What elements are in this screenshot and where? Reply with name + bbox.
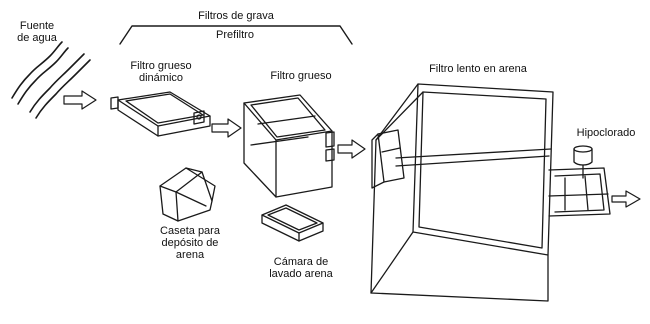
prefilter-label: Prefiltro [216, 29, 254, 41]
water-waves-icon [11, 41, 91, 119]
slow-sand-filter-label: Filtro lento en arena [429, 63, 527, 75]
shed-icon [159, 167, 216, 222]
flow-arrow-icon [63, 90, 641, 208]
water-source-label: Fuente de agua [17, 20, 57, 44]
washing-chamber-icon [261, 204, 324, 242]
gravel-filters-label: Filtros de grava [198, 10, 274, 22]
slow-sand-filter-drawing [370, 83, 611, 302]
sand-washing-chamber-label: Cámara de lavado arena [269, 256, 333, 280]
sand-storage-shed-label: Caseta para depósito de arena [160, 225, 220, 261]
gravel-filters-bracket [119, 25, 353, 45]
hypochlorinator-label: Hipoclorado [576, 127, 636, 139]
coarse-filter-drawing [243, 94, 335, 198]
dynamic-coarse-filter-label: Filtro grueso dinámico [130, 60, 192, 84]
hypochlorinator-tank-icon [573, 145, 593, 179]
coarse-filter-label: Filtro grueso [270, 70, 332, 82]
dynamic-coarse-filter-drawing [110, 91, 211, 137]
